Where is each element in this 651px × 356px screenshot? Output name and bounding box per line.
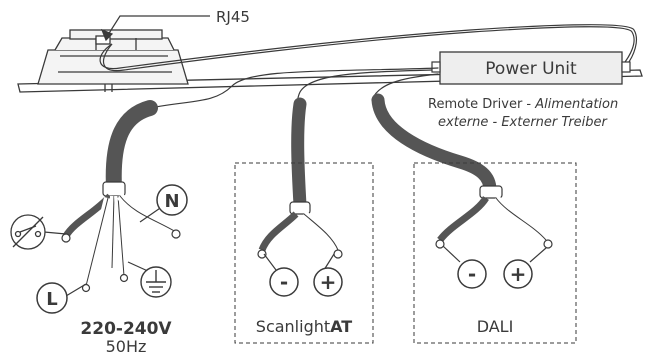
rj45-pointer — [100, 15, 210, 42]
dali-cable — [371, 93, 497, 197]
earth-symbol — [140, 266, 172, 298]
frequency-label: 50Hz — [106, 337, 147, 356]
power-unit: Power Unit — [431, 51, 631, 85]
remote-driver-caption-line2: externe - Externer Treiber — [438, 115, 609, 130]
voltage-label: 220-240V — [80, 319, 172, 339]
scanlight-label-bold: AT — [330, 317, 352, 336]
rj45-label: RJ45 — [216, 8, 250, 26]
neutral-letter: N — [164, 191, 179, 212]
scanlight-group: - + ScanlightAT — [234, 162, 374, 344]
live-letter: L — [46, 289, 57, 310]
live-symbol: L — [36, 282, 68, 314]
neutral-symbol: N — [156, 184, 188, 216]
remote-driver-italic-1: Alimentation — [534, 97, 618, 112]
switch-symbol — [10, 214, 46, 250]
cables — [105, 67, 497, 212]
scanlight-cable — [291, 97, 307, 212]
data-cable — [99, 24, 638, 72]
scanlight-label: ScanlightAT — [256, 317, 353, 336]
dali-group: - + DALI — [413, 162, 577, 344]
mains-cable — [105, 100, 158, 196]
power-unit-label: Power Unit — [485, 59, 577, 79]
remote-driver-prefix: Remote Driver - — [428, 97, 535, 112]
scanlight-minus: - — [280, 270, 288, 294]
mains-wiring — [43, 181, 181, 297]
scanlight-plus: + — [320, 270, 337, 294]
dali-plus: + — [510, 262, 527, 286]
dali-label: DALI — [477, 317, 514, 336]
scanlight-label-regular: Scanlight — [256, 317, 330, 336]
remote-driver-caption: Remote Driver - Alimentation — [428, 97, 618, 112]
dali-minus: - — [468, 262, 476, 286]
